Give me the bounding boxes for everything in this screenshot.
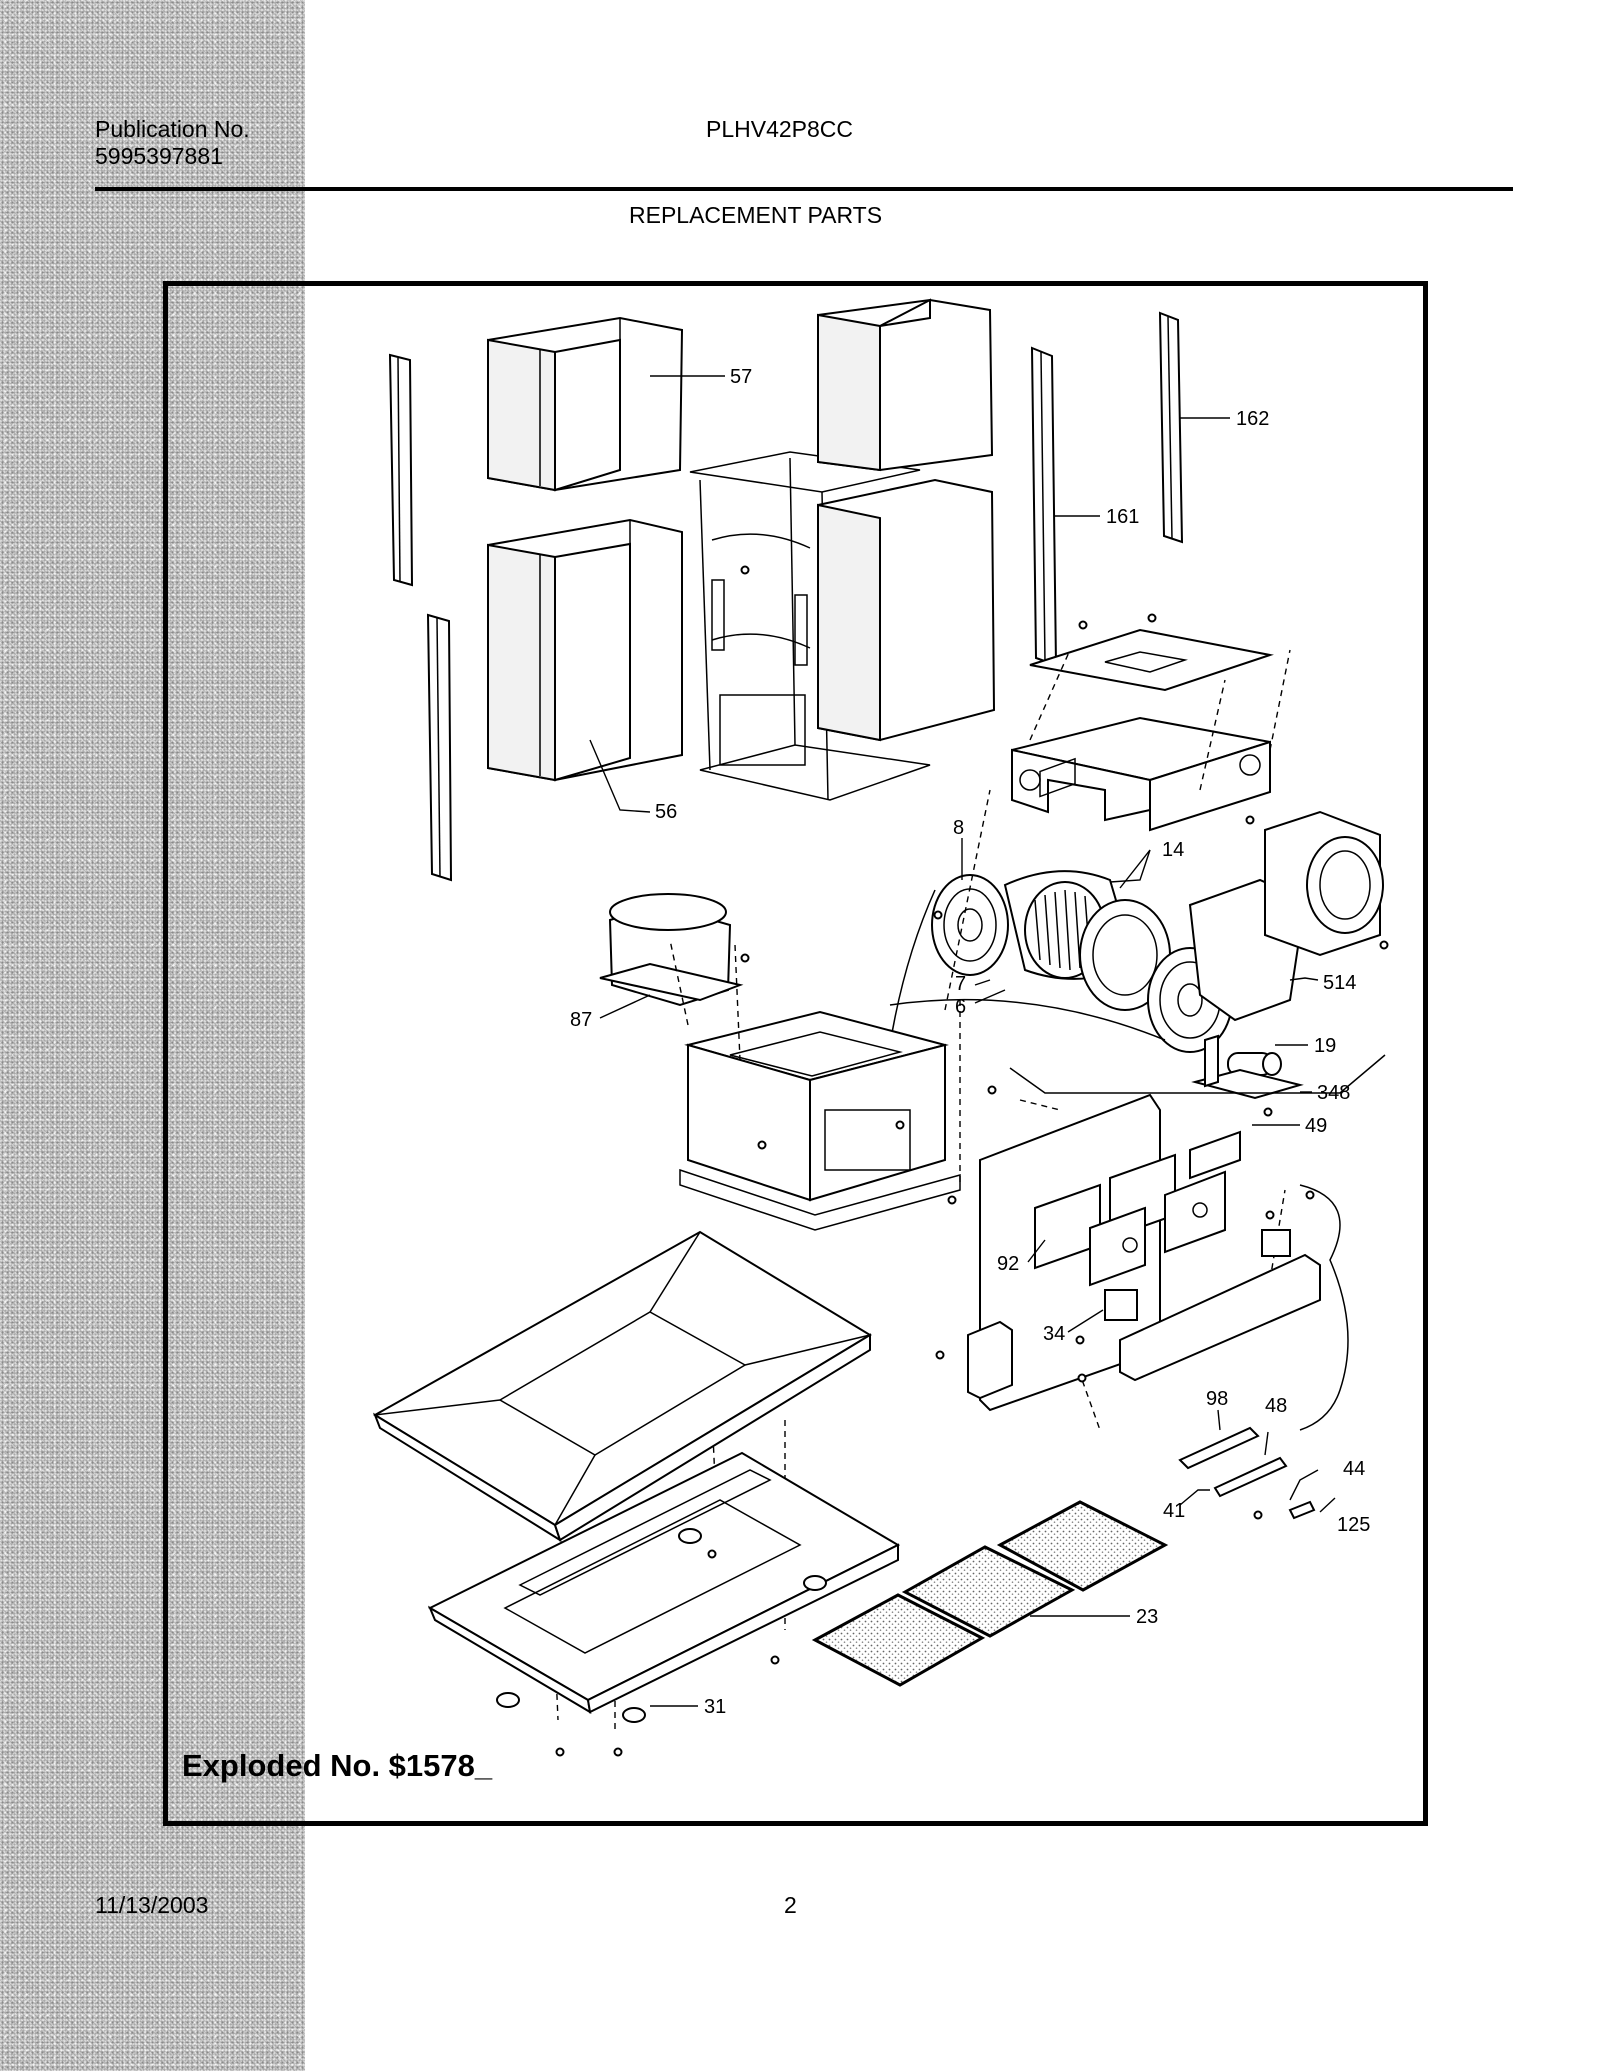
callout-23: 23 xyxy=(1136,1606,1158,1628)
transformer-34 xyxy=(1104,1229,1291,1321)
callout-56: 56 xyxy=(655,801,677,823)
callout-41: 41 xyxy=(1163,1500,1185,1522)
duct-collar-87 xyxy=(599,893,744,1007)
control-panel-49 xyxy=(979,757,1241,1412)
chimney-trim-162 xyxy=(1158,311,1184,544)
blower-scroll-514 xyxy=(1188,810,1384,1022)
callout-125: 125 xyxy=(1337,1514,1370,1536)
lamp-125 xyxy=(1288,1500,1316,1520)
callout-162: 162 xyxy=(1236,408,1269,430)
page-number: 2 xyxy=(784,1892,797,1918)
chimney-trim-161 xyxy=(1030,346,1058,667)
callout-514: 514 xyxy=(1323,972,1356,994)
chimney-cover-57 xyxy=(487,316,684,492)
publication-number: 5995397881 xyxy=(95,143,223,169)
chimney-upper-right xyxy=(817,298,994,472)
filter-tray xyxy=(427,1451,901,1714)
grease-filter-cup-31 xyxy=(622,1707,646,1723)
hood-canopy xyxy=(373,1230,872,1543)
chimney-trim-left-lower xyxy=(426,613,453,882)
callout-19: 19 xyxy=(1314,1035,1336,1057)
top-plate xyxy=(1029,628,1274,692)
callout-6: 6 xyxy=(955,996,966,1018)
grease-filter-23 xyxy=(811,1500,1169,1687)
header-rule xyxy=(95,187,1513,191)
wire-arc xyxy=(889,998,1166,1041)
blower-group-bracket xyxy=(1009,1054,1386,1094)
ribbon-cable xyxy=(1299,1184,1349,1431)
publication-label: Publication No. xyxy=(95,116,250,142)
section-title: REPLACEMENT PARTS xyxy=(629,202,883,228)
leader-lines xyxy=(589,375,1336,1707)
callout-348: 348 xyxy=(1317,1082,1350,1104)
blower-housing-left xyxy=(931,874,1009,976)
capacitor-bracket-348 xyxy=(1191,1034,1304,1100)
scan-noise-strip xyxy=(0,0,305,2071)
model-number: PLHV42P8CC xyxy=(706,116,854,142)
callout-161: 161 xyxy=(1106,506,1139,528)
callout-7: 7 xyxy=(955,973,966,995)
chimney-trim-left-upper xyxy=(388,353,414,587)
light-switch-98 xyxy=(1178,1426,1260,1470)
callout-31: 31 xyxy=(704,1696,726,1718)
callout-34: 34 xyxy=(1043,1323,1065,1345)
callout-14: 14 xyxy=(1162,839,1184,861)
callout-87: 87 xyxy=(570,1009,592,1031)
exploded-number: Exploded No. $1578_ xyxy=(182,1748,493,1783)
footer-date: 11/13/2003 xyxy=(95,1892,209,1918)
diagram-frame xyxy=(163,281,1428,1826)
blower-bracket xyxy=(1011,716,1271,832)
callout-49: 49 xyxy=(1305,1115,1327,1137)
screw-fasteners xyxy=(555,565,1389,1757)
callout-57: 57 xyxy=(730,366,752,388)
callout-98: 98 xyxy=(1206,1388,1228,1410)
control-cover xyxy=(967,1253,1321,1400)
callout-44: 44 xyxy=(1343,1458,1365,1480)
callout-92: 92 xyxy=(997,1253,1019,1275)
main-housing xyxy=(679,1010,961,1231)
light-socket-48 xyxy=(1213,1456,1288,1498)
callout-8: 8 xyxy=(953,817,964,839)
chimney-lower-right xyxy=(817,478,996,742)
callout-48: 48 xyxy=(1265,1395,1287,1417)
chimney-cover-56 xyxy=(487,518,683,782)
blower-housing-ring xyxy=(1079,899,1171,1011)
